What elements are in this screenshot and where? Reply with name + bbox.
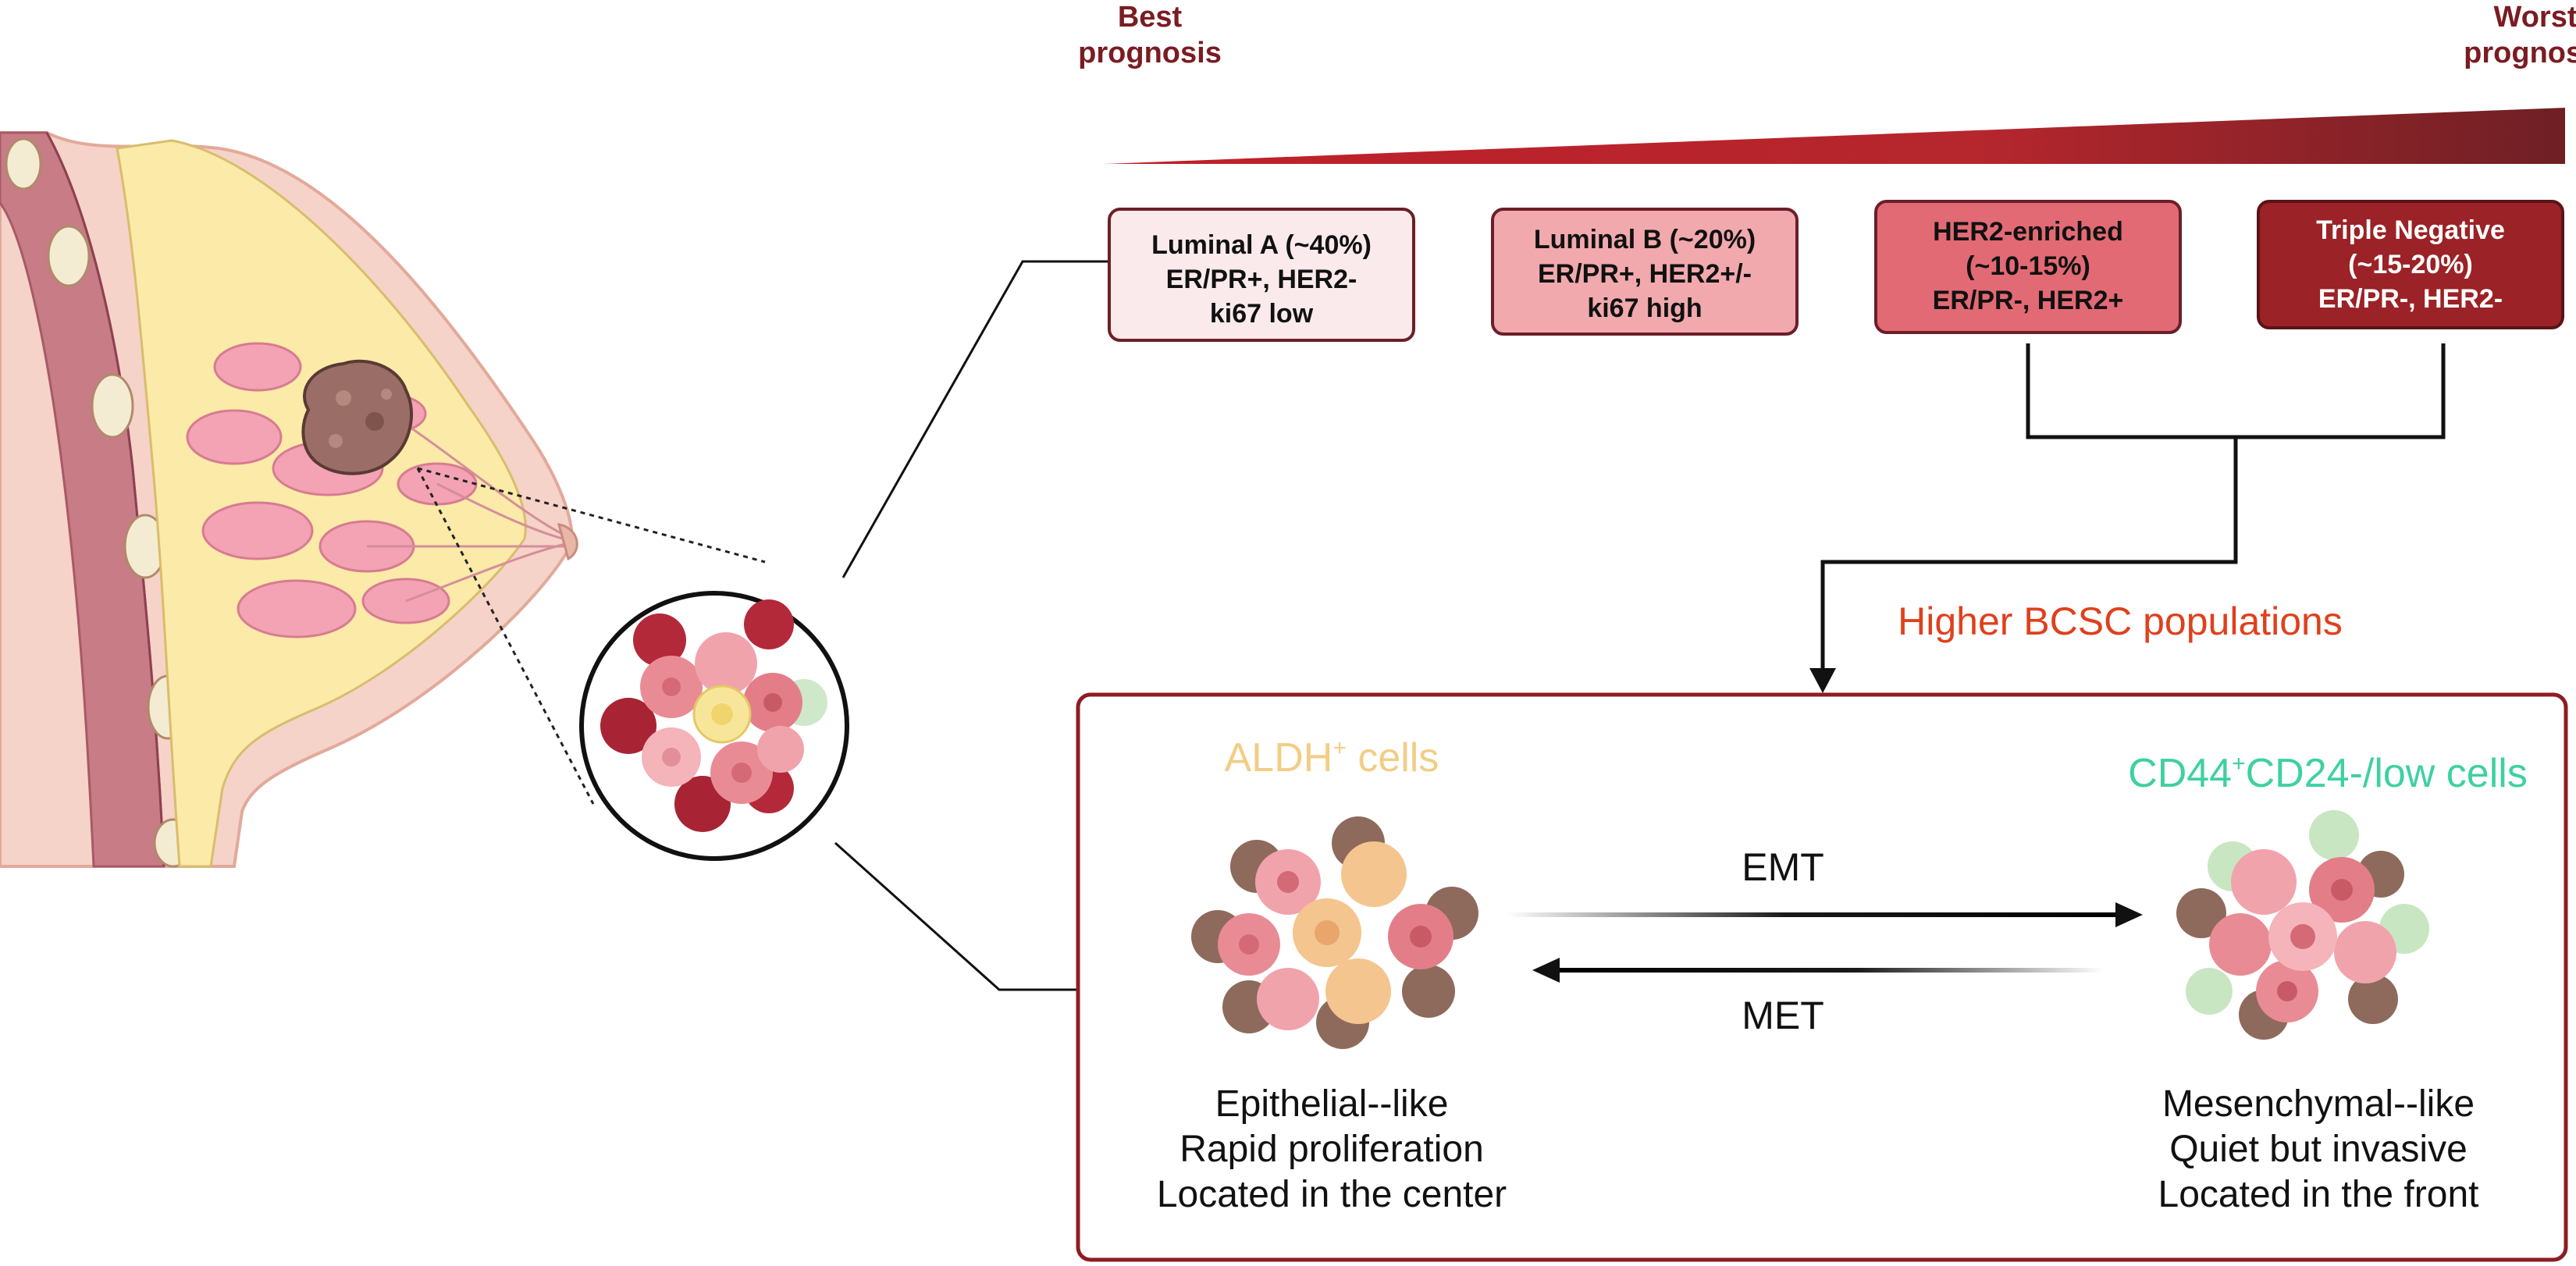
mesenchymal-description: Mesenchymal--like Quiet but invasive Loc… [2158,1083,2479,1215]
subtype-line: (~10-15%) [1966,251,2090,281]
subtype-line: (~15-20%) [2348,250,2473,279]
epithelial-line: Located in the center [1157,1174,1507,1215]
best-prognosis-label-1: Best [1118,1,1183,34]
emt-label: EMT [1742,845,1824,889]
subtype-line: ER/PR-, HER2- [2318,284,2503,314]
best-prognosis-label-2: prognosis [1078,37,1222,69]
subtype-boxes: Luminal A (~40%) ER/PR+, HER2- ki67 low … [1108,200,2564,342]
epithelial-description: Epithelial--like Rapid proliferation Loc… [1157,1083,1507,1215]
subtype-line: ER/PR+, HER2+/- [1538,259,1752,289]
subtype-line: ER/PR+, HER2- [1166,265,1357,294]
mesenchymal-cluster-icon [2176,810,2429,1040]
subtype-line: ki67 low [1210,299,1314,329]
subtype-line: HER2-enriched [1933,217,2123,247]
mesenchymal-line: Quiet but invasive [2169,1129,2467,1170]
cd44-cells-label: CD44+CD24-/low cells [2128,751,2528,796]
bcsc-bracket-arrow [1820,343,2446,673]
worst-prognosis-label-2: prognosis [2464,37,2576,69]
subtype-line: Luminal B (~20%) [1534,225,1756,254]
epithelial-line: Rapid proliferation [1179,1129,1484,1170]
met-arrow [1532,958,2104,983]
subtype-box-triple-negative: Triple Negative (~15-20%) ER/PR-, HER2- [2257,200,2564,329]
bcsc-frame [1076,692,2568,1262]
zoom-lines [416,467,766,805]
subtype-line: ER/PR-, HER2+ [1933,286,2124,315]
subtype-box-luminal-b: Luminal B (~20%) ER/PR+, HER2+/- ki67 hi… [1491,208,1799,336]
nipple [557,523,578,561]
emt-arrow [1507,902,2143,927]
connector-lines [834,260,1108,991]
tumor-cluster-icon [600,599,827,832]
tumor-icon [301,359,413,475]
fat-tissue [116,139,527,868]
epithelial-line: Epithelial--like [1215,1083,1449,1125]
subtype-box-luminal-a: Luminal A (~40%) ER/PR+, HER2- ki67 low [1108,208,1415,342]
breast-illustration [0,131,578,868]
prognosis-scale: Best prognosis Worst prognosis [1078,1,2576,164]
bcsc-label: Higher BCSC populations [1898,599,2343,643]
worst-prognosis-label-1: Worst [2494,1,2576,34]
tumor-zoom-circle [579,591,849,861]
subtype-line: Luminal A (~40%) [1151,230,1372,260]
bcsc-arrowhead [1809,668,1836,693]
subtype-box-her2-enriched: HER2-enriched (~10-15%) ER/PR-, HER2+ [1874,200,2182,334]
prognosis-gradient-wedge [1105,108,2565,164]
subtype-line: ki67 high [1587,293,1702,323]
met-label: MET [1742,994,1824,1037]
epithelial-cluster-icon [1191,816,1478,1049]
aldh-cells-label: ALDH+ cells [1225,735,1439,781]
mesenchymal-line: Located in the front [2158,1174,2479,1215]
subtype-line: Triple Negative [2316,215,2505,245]
ducts [367,412,569,603]
mesenchymal-line: Mesenchymal--like [2162,1083,2475,1125]
